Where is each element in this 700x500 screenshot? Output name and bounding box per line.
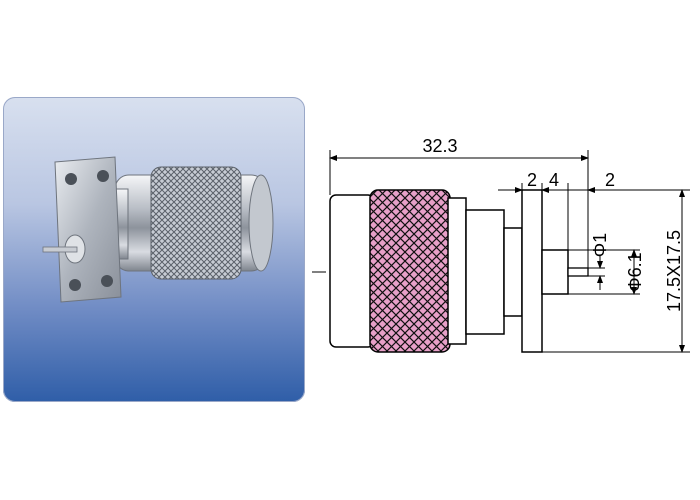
pin-length-label: 2 [605, 170, 615, 190]
overall-length-label: 32.3 [422, 136, 457, 156]
coupling-nut-front [329, 194, 375, 348]
technical-drawing: 32.3 2 4 2 Φ1 Φ6.1 17.5X17.5 [312, 136, 690, 353]
n-type-connector-photo [42, 156, 274, 303]
product-photo-panel [3, 97, 305, 402]
extension-lines [329, 150, 690, 353]
square-flange [521, 189, 543, 353]
pin-diameter-label: Φ1 [590, 233, 610, 257]
flange-size-label: 17.5X17.5 [664, 230, 684, 312]
insulator-diameter-label: Φ6.1 [625, 252, 645, 291]
knurled-sleeve [369, 189, 451, 353]
gap-label: 4 [549, 170, 559, 190]
connector-body [465, 209, 505, 335]
rear-ring [447, 197, 467, 345]
insulator [541, 249, 569, 295]
center-pin [567, 267, 589, 277]
connector-neck [503, 227, 523, 317]
flange-thickness-label: 2 [527, 170, 537, 190]
